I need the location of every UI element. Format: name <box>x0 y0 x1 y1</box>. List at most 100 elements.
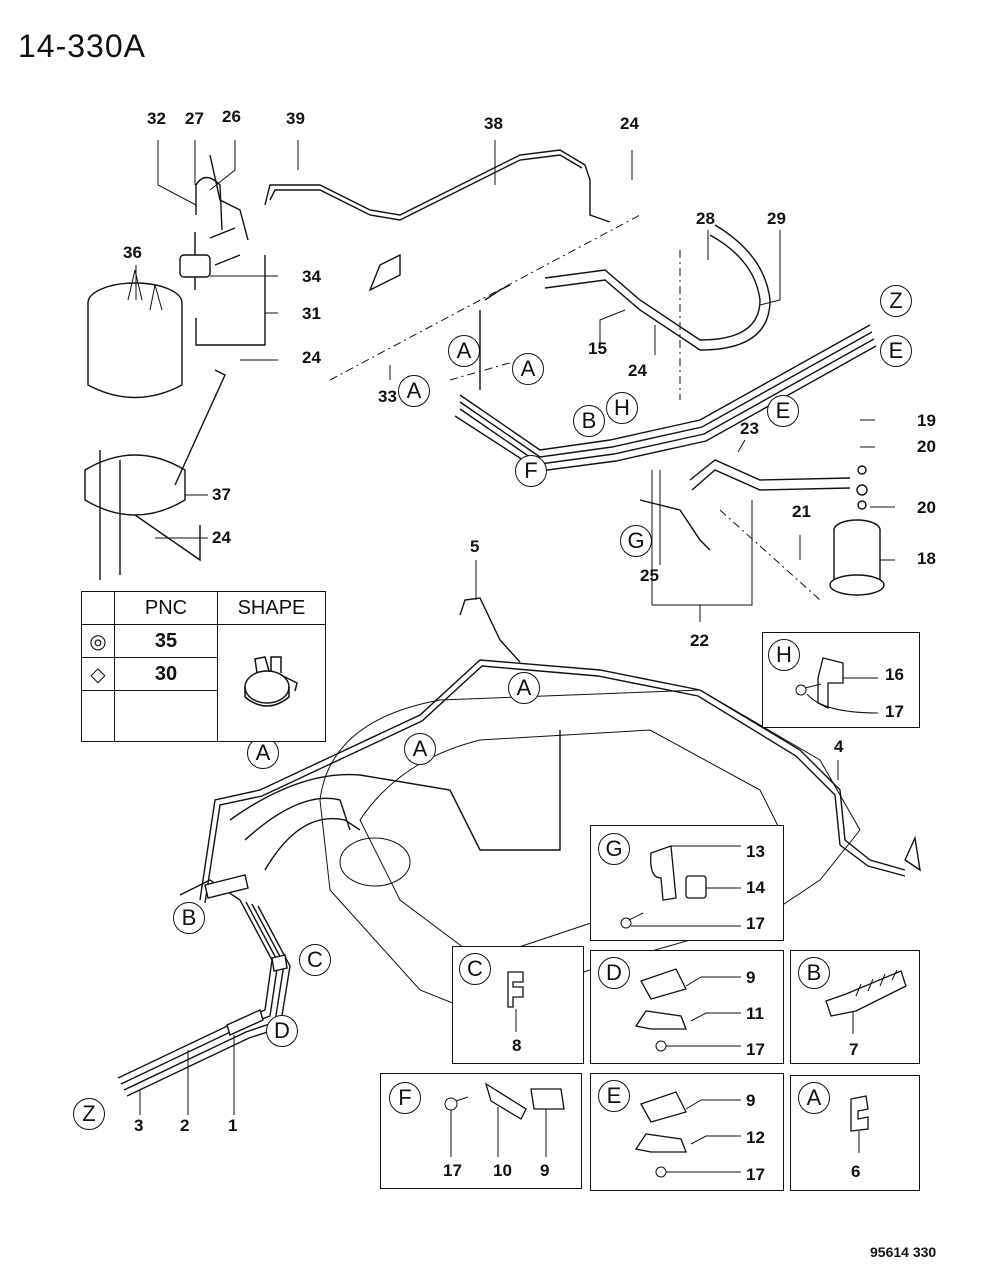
detail-a-letter: A <box>798 1082 830 1114</box>
callout-2: 2 <box>180 1116 190 1135</box>
detail-b-part-7: 7 <box>849 1040 859 1059</box>
marker-z-bottom: Z <box>73 1098 105 1130</box>
clamp-bracket-icon <box>634 968 741 1052</box>
callout-3: 3 <box>134 1116 144 1135</box>
detail-d-part-17: 17 <box>746 1040 765 1059</box>
marker-d-bottom: D <box>266 1015 298 1047</box>
detail-f-part-10: 10 <box>493 1161 512 1180</box>
pipe-bundle-front <box>454 284 877 472</box>
callout-21: 21 <box>792 502 811 521</box>
detail-e-part-9: 9 <box>746 1091 756 1110</box>
footer-code: 95614 330 <box>870 1244 937 1260</box>
marker-a-5: A <box>404 733 436 765</box>
callout-32: 32 <box>147 109 166 128</box>
callout-31: 31 <box>302 304 321 323</box>
clip-icon <box>507 971 524 1032</box>
callout-33: 33 <box>378 387 397 406</box>
marker-b-top: B <box>573 405 605 437</box>
legend-header-pnc: PNC <box>114 591 218 625</box>
callout-15: 15 <box>588 339 607 358</box>
callout-39: 39 <box>286 109 305 128</box>
vent-valve <box>179 154 266 346</box>
marker-g-top: G <box>620 525 652 557</box>
detail-box-c: C 8 <box>452 946 584 1064</box>
callout-29: 29 <box>767 209 786 228</box>
canister-bracket <box>84 369 226 580</box>
clamp-icon <box>620 845 741 929</box>
detail-h-letter: H <box>768 639 800 671</box>
detail-box-d: D 9 11 17 <box>590 950 784 1064</box>
callout-18: 18 <box>917 549 936 568</box>
detail-e-part-17: 17 <box>746 1165 765 1184</box>
detail-c-part-8: 8 <box>512 1036 522 1055</box>
charcoal-canister <box>87 269 183 399</box>
marker-a-3: A <box>398 375 430 407</box>
fuel-filter <box>829 465 885 596</box>
marker-a-1: A <box>448 335 480 367</box>
clamp-bracket-icon <box>634 1091 741 1178</box>
legend-empty-symbol <box>81 690 115 742</box>
detail-box-e: E 9 12 17 <box>590 1073 784 1191</box>
callout-37: 37 <box>212 485 231 504</box>
detail-g-part-14: 14 <box>746 878 765 897</box>
detail-box-a: A 6 <box>790 1075 920 1191</box>
detail-d-part-11: 11 <box>746 1004 764 1023</box>
callout-28: 28 <box>696 209 715 228</box>
callout-19: 19 <box>917 411 936 430</box>
bracket-clip-icon <box>444 1082 565 1157</box>
callout-24-top: 24 <box>620 114 639 133</box>
detail-box-b: B 7 <box>790 950 920 1064</box>
clip-icon <box>795 657 879 714</box>
vapor-pipe <box>264 149 611 223</box>
callout-24-mid: 24 <box>628 361 647 380</box>
detail-g-letter: G <box>598 833 630 865</box>
detail-f-part-9: 9 <box>540 1161 550 1180</box>
detail-c-letter: C <box>459 953 491 985</box>
callout-24-canister: 24 <box>302 348 321 367</box>
callout-20-lower: 20 <box>917 498 936 517</box>
detail-box-f: F 17 10 9 <box>380 1073 582 1189</box>
callout-25: 25 <box>640 566 659 585</box>
detail-box-g: G 13 14 17 <box>590 825 784 941</box>
marker-e-top: E <box>880 335 912 367</box>
marker-a-4: A <box>508 672 540 704</box>
clip-icon <box>850 1095 869 1153</box>
detail-d-letter: D <box>598 957 630 989</box>
pnc-legend-table: PNC SHAPE ◎ 35 ◇ 30 <box>81 591 326 742</box>
marker-f-top: F <box>515 455 547 487</box>
detail-b-letter: B <box>798 957 830 989</box>
callout-20-upper: 20 <box>917 437 936 456</box>
callout-4: 4 <box>834 737 844 756</box>
marker-a-6: A <box>247 737 279 769</box>
legend-pnc-35: 35 <box>114 624 218 658</box>
callout-24-bracket: 24 <box>212 528 231 547</box>
callout-27: 27 <box>185 109 204 128</box>
callout-23: 23 <box>740 419 759 438</box>
callout-5: 5 <box>470 537 480 556</box>
legend-header-shape: SHAPE <box>217 591 326 625</box>
detail-g-part-13: 13 <box>746 842 765 861</box>
detail-a-part-6: 6 <box>851 1162 861 1181</box>
detail-g-part-17: 17 <box>746 914 765 933</box>
detail-f-part-17: 17 <box>443 1161 462 1180</box>
callout-34: 34 <box>302 267 321 286</box>
detail-box-h: H 16 17 <box>762 632 920 728</box>
legend-empty-pnc <box>114 690 218 742</box>
detail-f-letter: F <box>389 1082 421 1114</box>
callout-36: 36 <box>123 243 142 262</box>
detail-e-letter: E <box>598 1080 630 1112</box>
detail-h-part-17: 17 <box>885 702 904 721</box>
legend-header-symbol <box>81 591 115 625</box>
callout-1: 1 <box>228 1116 238 1135</box>
callout-38: 38 <box>484 114 503 133</box>
detail-e-part-12: 12 <box>746 1128 765 1147</box>
marker-e-mid: E <box>767 395 799 427</box>
marker-z-top: Z <box>880 285 912 317</box>
marker-h-top: H <box>606 392 638 424</box>
callout-22: 22 <box>690 631 709 650</box>
pipe-holder-icon <box>825 969 907 1034</box>
detail-d-part-9: 9 <box>746 968 756 987</box>
pipe-bundle-rear <box>117 874 291 1097</box>
double-circle-icon: ◎ <box>81 624 115 658</box>
